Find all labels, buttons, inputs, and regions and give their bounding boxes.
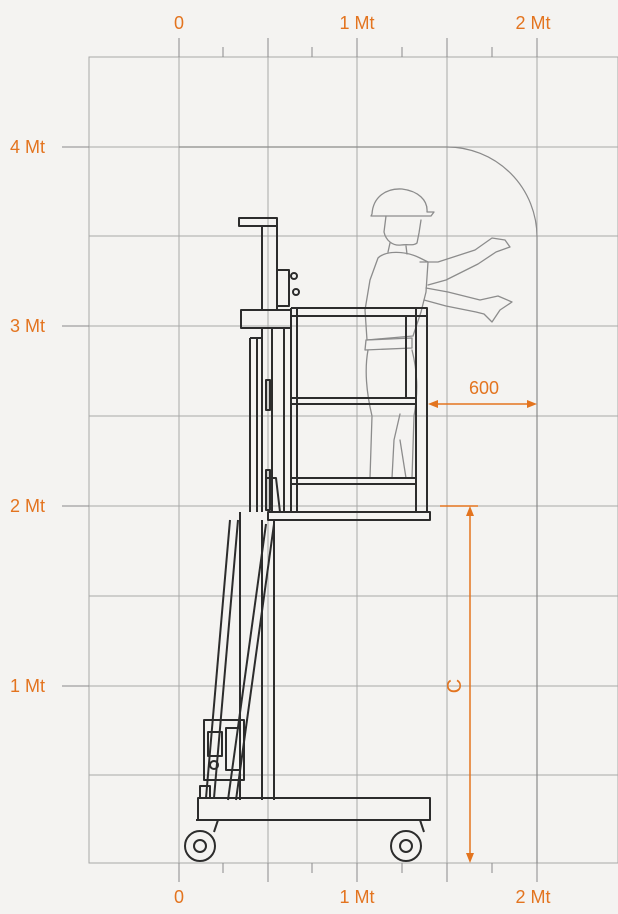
chassis-base — [197, 797, 431, 821]
height-arrow-top — [466, 506, 474, 516]
chassis-foot — [199, 785, 211, 799]
reach-dimension-label: 600 — [469, 378, 499, 398]
mast-guide — [265, 379, 271, 411]
lift-machine — [184, 217, 431, 862]
front-wheel-icon — [390, 830, 422, 862]
pump-valve — [209, 760, 219, 770]
rear-strut — [213, 519, 239, 799]
rear-wheel-hub — [193, 839, 207, 853]
axis-bottom-tick-label: 1 Mt — [339, 887, 374, 907]
operator-head — [383, 215, 422, 246]
height-dimension-label: C — [444, 679, 466, 693]
pump-detail — [225, 727, 241, 771]
front-wheel-hub — [399, 839, 413, 853]
axis-left-tick-label: 3 Mt — [10, 316, 45, 336]
operator-figure — [364, 188, 513, 479]
operator-torso — [364, 251, 429, 341]
axis-bottom-tick-label: 0 — [174, 887, 184, 907]
carriage-block — [240, 309, 292, 329]
tick-marks — [62, 38, 538, 882]
dimension-reach: 600 — [428, 378, 537, 408]
control-box — [276, 269, 290, 307]
caster-fork — [196, 819, 219, 833]
operator-neck — [387, 242, 408, 255]
platform-floor — [267, 511, 431, 521]
control-knob — [290, 272, 298, 280]
axis-top: 0 1 Mt 2 Mt — [174, 13, 551, 33]
axis-top-tick-label: 2 Mt — [515, 13, 550, 33]
axis-left: 4 Mt 3 Mt 2 Mt 1 Mt — [10, 137, 45, 696]
cage-top-rail — [291, 307, 428, 317]
operator-belt — [364, 337, 413, 351]
caster-fork — [398, 819, 425, 833]
reach-arrow-right — [527, 400, 537, 408]
axis-left-tick-label: 4 Mt — [10, 137, 45, 157]
height-arrow-bottom — [466, 853, 474, 863]
axis-left-tick-label: 1 Mt — [10, 676, 45, 696]
axis-bottom-tick-label: 2 Mt — [515, 887, 550, 907]
axis-top-tick-label: 1 Mt — [339, 13, 374, 33]
axis-left-tick-label: 2 Mt — [10, 496, 45, 516]
rear-strut — [205, 519, 231, 799]
operator-legs — [365, 349, 418, 479]
platform-bracket — [266, 477, 281, 513]
operator-arm-raised — [419, 237, 511, 286]
reach-arrow-left — [428, 400, 438, 408]
work-envelope-outline — [179, 146, 538, 863]
mast-top-bracket — [238, 217, 278, 227]
hard-hat-icon — [370, 188, 435, 217]
axis-bottom: 0 1 Mt 2 Mt — [174, 887, 551, 907]
dimension-platform-height: C — [440, 505, 478, 863]
mast-guide — [265, 469, 271, 511]
grid — [88, 56, 618, 864]
pump-detail — [207, 731, 223, 757]
rear-wheel-icon — [184, 830, 216, 862]
control-knob — [292, 288, 300, 296]
grid-frame — [88, 56, 618, 864]
front-strut — [235, 523, 275, 801]
pump-unit — [203, 719, 245, 781]
front-strut — [227, 523, 267, 801]
operator-arm-lowered — [423, 287, 513, 323]
axis-top-tick-label: 0 — [174, 13, 184, 33]
